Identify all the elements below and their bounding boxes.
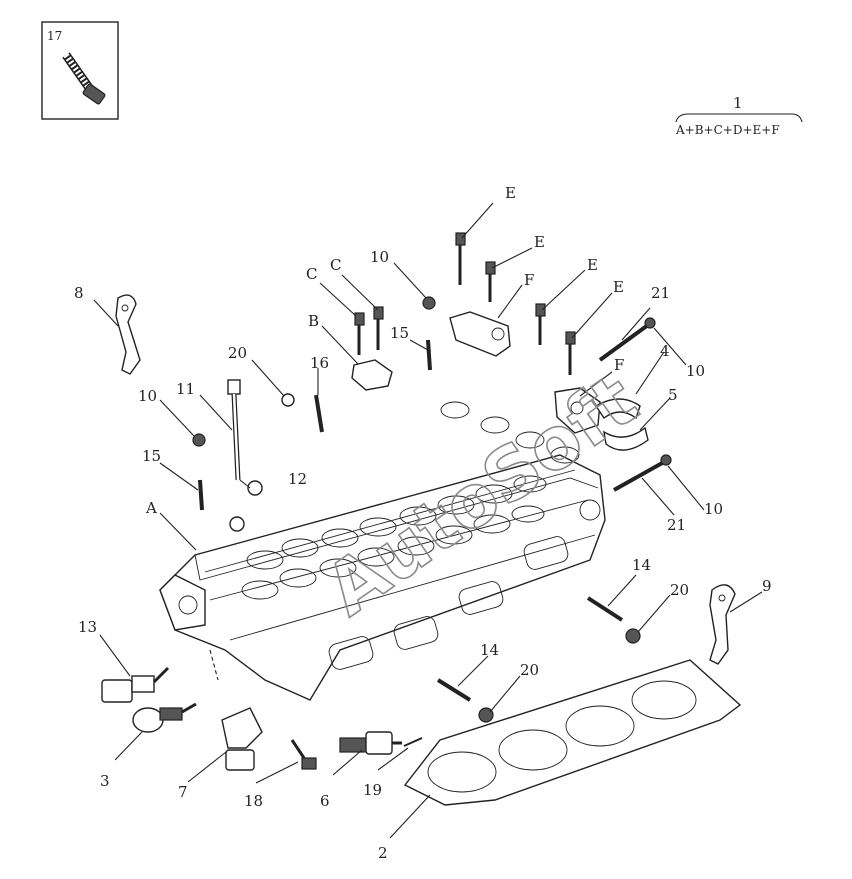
nut-10b <box>422 296 436 310</box>
callout-9: 9 <box>762 577 772 595</box>
callout-20c: 20 <box>520 661 539 679</box>
callout-8: 8 <box>74 284 84 302</box>
kit-formula-text: A+B+C+D+E+F <box>675 123 780 137</box>
callout-E3: E <box>587 256 598 274</box>
kit-number: 1 <box>733 94 743 112</box>
bolt-e2 <box>485 261 496 302</box>
long-bolt-11 <box>227 379 241 481</box>
callout-21b: 21 <box>667 516 686 534</box>
solenoid-6 <box>339 731 402 755</box>
callout-16: 16 <box>310 354 329 372</box>
callout-14b: 14 <box>480 641 499 659</box>
pin-19 <box>403 737 423 747</box>
studs-and-nuts <box>192 296 672 723</box>
callout-10b: 10 <box>370 248 389 266</box>
callout-12: 12 <box>288 470 307 488</box>
callout-4: 4 <box>660 342 670 360</box>
callout-2: 2 <box>378 844 388 862</box>
bolt-18 <box>290 739 317 770</box>
stud-15a <box>198 479 204 511</box>
callout-10a: 10 <box>138 387 157 405</box>
callout-15b: 15 <box>390 324 409 342</box>
nut-10a <box>192 433 206 447</box>
bolt-c2 <box>373 306 384 350</box>
callout-E4: E <box>613 278 624 296</box>
stud-21b <box>613 460 665 492</box>
bolt-icon <box>62 52 106 105</box>
callout-10d: 10 <box>704 500 723 518</box>
callout-21a: 21 <box>651 284 670 302</box>
cylinder-head <box>159 401 606 701</box>
bolt-e3 <box>535 303 546 345</box>
callout-19: 19 <box>363 781 382 799</box>
callout-7: 7 <box>178 783 188 801</box>
inset-part-17: 17 <box>41 21 119 120</box>
callout-13: 13 <box>78 618 97 636</box>
sensor-3 <box>132 702 197 733</box>
stud-14a <box>586 596 624 622</box>
bolt-c1 <box>354 312 365 355</box>
bolt-e1 <box>455 232 466 285</box>
callout-18: 18 <box>244 792 263 810</box>
cap-bolts <box>354 232 576 375</box>
callout-C2: C <box>330 256 341 274</box>
nut-20b <box>625 628 641 644</box>
callout-B: B <box>308 312 319 330</box>
callout-20a: 20 <box>228 344 247 362</box>
washer-11 <box>229 516 245 532</box>
head-gasket <box>403 659 742 806</box>
inset-label: 17 <box>47 29 62 43</box>
leader-lines <box>93 202 763 839</box>
stud-14b <box>436 678 472 702</box>
callout-3: 3 <box>100 772 110 790</box>
callout-14a: 14 <box>632 556 651 574</box>
callout-A: A <box>145 499 157 517</box>
bolt-e4 <box>565 331 576 375</box>
stud-15b <box>426 339 432 371</box>
callout-labels: E E E E F F 10 C C B 15 16 20 11 10 15 A… <box>74 184 772 862</box>
stud-16 <box>314 394 324 433</box>
sensor-13 <box>101 666 170 703</box>
callout-5: 5 <box>668 386 678 404</box>
stud-21a <box>598 323 650 362</box>
camshaft-bearing-caps <box>351 311 649 451</box>
lifting-bracket-9 <box>709 584 736 665</box>
callout-E1: E <box>505 184 516 202</box>
callout-F2: F <box>614 356 624 374</box>
callout-20b: 20 <box>670 581 689 599</box>
nut-10d <box>660 454 672 466</box>
nut-20a <box>281 393 295 407</box>
plug-12 <box>247 480 263 496</box>
sensor-7 <box>221 707 263 771</box>
nut-20c <box>478 707 494 723</box>
sensors <box>101 666 423 771</box>
callout-6: 6 <box>320 792 330 810</box>
lifting-bracket-8 <box>115 294 141 375</box>
callout-E2: E <box>534 233 545 251</box>
callout-15a: 15 <box>142 447 161 465</box>
callout-C1: C <box>306 265 317 283</box>
nut-10c <box>644 317 656 329</box>
callout-F1: F <box>524 271 534 289</box>
kit-formula: 1 A+B+C+D+E+F <box>675 94 803 137</box>
callout-11: 11 <box>176 380 195 398</box>
callout-10c: 10 <box>686 362 705 380</box>
